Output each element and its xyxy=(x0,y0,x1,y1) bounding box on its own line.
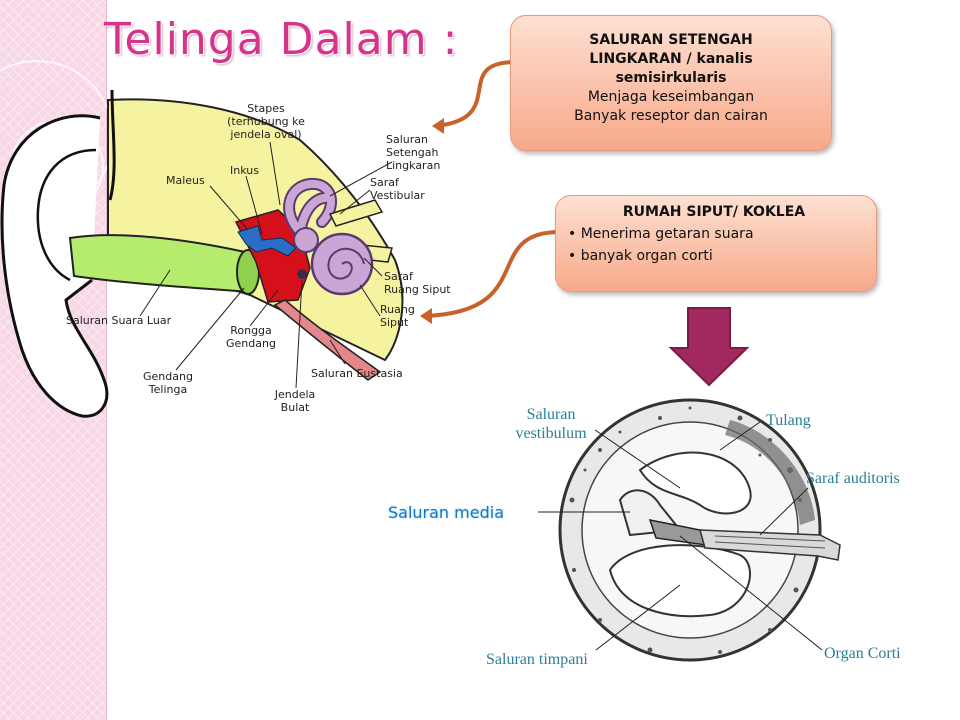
cochlea-callout-arrow xyxy=(422,230,562,318)
label-saraf-ruang-siput: Saraf Ruang Siput xyxy=(384,270,451,296)
cochlea-callout-bullet: banyak organ corti xyxy=(568,245,860,267)
eustachian-tube xyxy=(273,299,382,381)
label-tulang: Tulang xyxy=(766,412,811,429)
label-saraf-auditoris: Saraf auditoris xyxy=(806,470,900,487)
ear-leader-lines xyxy=(139,141,393,389)
slide-title: Telinga Dalam : xyxy=(104,14,459,65)
label-saluran-eustasia: Saluran Eustasia xyxy=(311,367,403,380)
section-leader-lines xyxy=(538,421,823,651)
label-inkus: Inkus xyxy=(230,164,259,177)
canal-callout-line: Banyak reseptor dan cairan xyxy=(574,108,768,124)
canal-callout-line: SALURAN SETENGAH xyxy=(589,32,753,48)
round-window xyxy=(297,269,307,279)
semicircular-canal-callout: SALURAN SETENGAH LINGKARAN / kanalis sem… xyxy=(510,15,832,151)
label-saluran-setengah-lingkaran: Saluran Setengah Lingkaran xyxy=(386,133,441,172)
down-arrow xyxy=(668,307,750,387)
label-gendang-telinga: Gendang Telinga xyxy=(143,370,193,396)
label-ruang-siput: Ruang Siput xyxy=(380,303,415,329)
label-stapes: Stapes (terhubung ke jendela oval) xyxy=(227,102,305,141)
vestibule xyxy=(293,227,319,253)
ear-anatomy-illustration xyxy=(0,89,404,418)
label-organ-corti: Organ Corti xyxy=(824,645,901,662)
cochlea-callout-arrowhead xyxy=(420,308,432,324)
label-rongga-gendang: Rongga Gendang xyxy=(226,324,276,350)
canal-callout-line: Menjaga keseimbangan xyxy=(587,89,755,105)
label-saluran-timpani: Saluran timpani xyxy=(486,651,588,668)
label-saluran-suara-luar: Saluran Suara Luar xyxy=(66,314,172,327)
ossicles xyxy=(237,225,297,257)
label-saluran-vestibulum: Saluran vestibulum xyxy=(515,406,587,442)
label-saraf-vestibular: Saraf Vestibular xyxy=(370,176,425,202)
cochlea-cross-section xyxy=(538,398,841,662)
vestibular-nerve xyxy=(328,199,384,227)
label-saluran-media: Saluran media xyxy=(388,503,504,522)
label-maleus: Maleus xyxy=(166,174,205,187)
cochlea-callout: RUMAH SIPUT/ KOKLEA Menerima getaran sua… xyxy=(555,195,877,292)
label-jendela-bulat: Jendela Bulat xyxy=(274,388,316,414)
outer-ear-curve xyxy=(108,89,116,201)
outer-ear-inner-fold xyxy=(36,148,97,282)
dark-bone-texture xyxy=(725,420,815,525)
cochlea-spiral xyxy=(327,248,365,280)
scala-vestibuli xyxy=(638,451,752,515)
canal-callout-arrow xyxy=(434,60,518,128)
canal-callout-line: semisirkularis xyxy=(615,70,727,86)
cochlea-callout-bullet: Menerima getaran suara xyxy=(568,223,860,245)
canal-callout-line: LINGKARAN / kanalis xyxy=(589,51,753,67)
canal-callout-arrowhead xyxy=(432,118,444,134)
cochlea-callout-heading: RUMAH SIPUT/ KOKLEA xyxy=(622,204,806,220)
